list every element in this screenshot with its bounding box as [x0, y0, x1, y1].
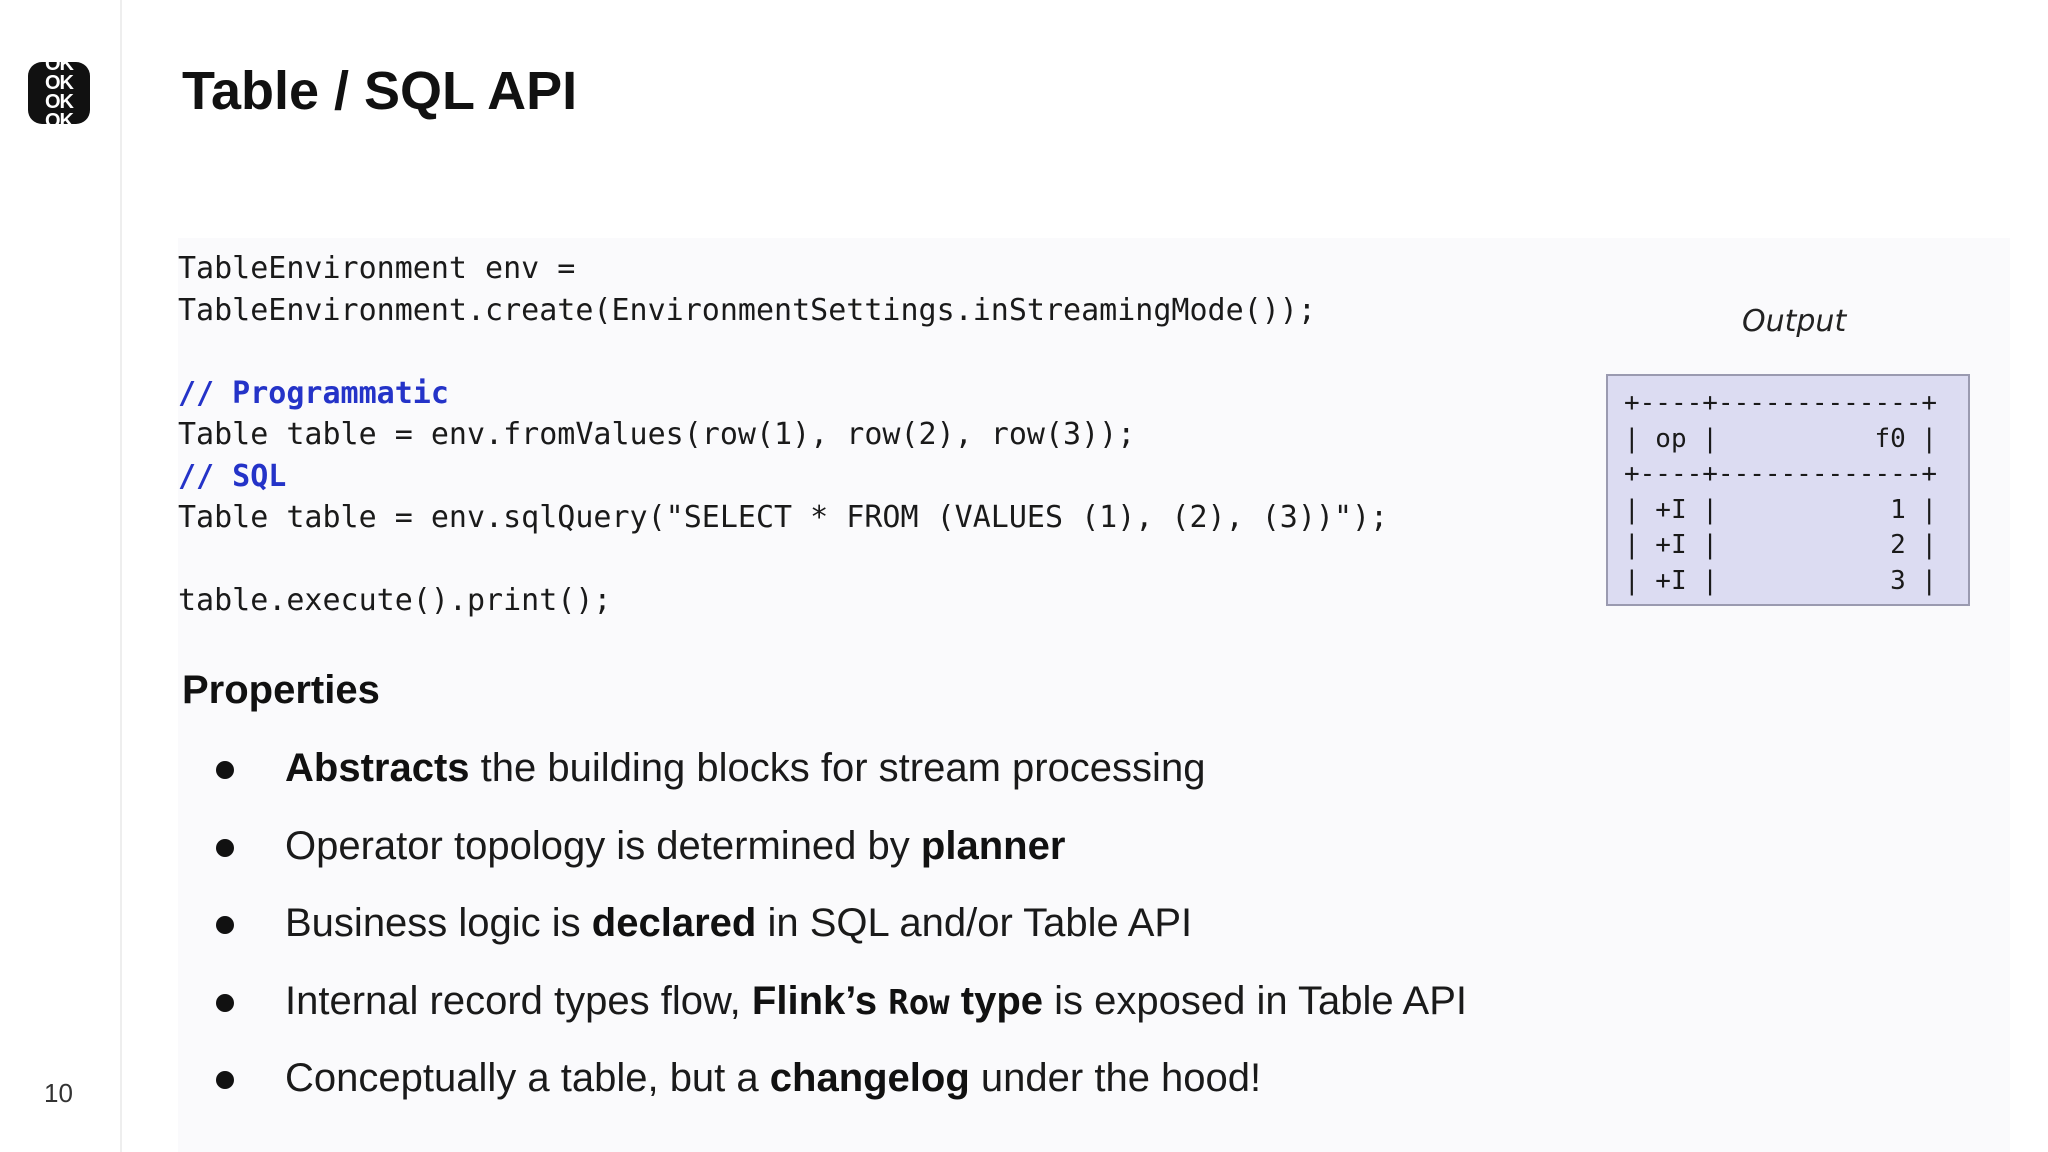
emphasis-text: declared — [591, 901, 757, 945]
bullet-icon — [216, 916, 234, 934]
code-line: table.execute().print(); — [178, 583, 612, 618]
code-line: Table table = env.fromValues(row(1), row… — [178, 417, 1136, 452]
output-header-row: | op | f0 | — [1624, 423, 1938, 454]
emphasis-text: changelog — [769, 1056, 970, 1100]
property-text: Abstracts the building blocks for stream… — [285, 740, 1205, 796]
slide-sidebar: OK OK OK OK 10 — [0, 0, 122, 1152]
property-text: Conceptually a table, but a changelog un… — [285, 1050, 1261, 1106]
output-row: | +I | 3 | — [1624, 565, 1938, 596]
output-row: | +I | 2 | — [1624, 530, 1938, 560]
slide-title: Table / SQL API — [182, 61, 578, 121]
property-text-segment: in SQL and/or Table API — [756, 901, 1193, 945]
properties-heading: Properties — [182, 668, 380, 712]
property-text: Operator topology is determined by plann… — [285, 818, 1065, 874]
output-table: +----+-------------+ | op | f0 | +----+-… — [1624, 386, 1937, 599]
output-row: | +I | 1 | — [1624, 494, 1938, 525]
code-line: TableEnvironment.create(EnvironmentSetti… — [178, 292, 1316, 328]
bullet-icon — [216, 761, 234, 779]
logo-text-line: OK — [45, 72, 74, 94]
property-text-segment: is exposed in Table API — [1043, 978, 1467, 1023]
bullet-icon — [216, 838, 234, 857]
property-text: Business logic is declared in SQL and/or… — [285, 895, 1192, 951]
code-block: TableEnvironment env = TableEnvironment.… — [178, 248, 1388, 622]
code-comment: // SQL — [178, 458, 287, 494]
page-number: 10 — [44, 1078, 73, 1108]
property-text-segment: under the hood! — [969, 1056, 1262, 1100]
property-text-segment: the building blocks for stream processin… — [469, 746, 1206, 790]
property-text-segment: Internal record types flow, — [285, 978, 752, 1023]
code-line: TableEnvironment env = — [178, 251, 576, 286]
emphasis-text: Flink’s — [751, 978, 889, 1023]
output-label: Output — [1742, 304, 1847, 339]
property-text-segment: Operator topology is determined by — [285, 823, 921, 868]
emphasis-text: Row — [888, 982, 950, 1023]
company-logo: OK OK OK OK — [28, 62, 90, 124]
emphasis-text: planner — [920, 823, 1066, 868]
logo-text-line: OK — [45, 62, 74, 75]
emphasis-text: Abstracts — [285, 746, 470, 790]
property-text-segment: Conceptually a table, but a — [285, 1056, 770, 1100]
output-box — [1606, 374, 1970, 606]
bullet-icon — [216, 993, 234, 1012]
property-text: Internal record types flow, Flink’s Row … — [285, 973, 1467, 1031]
output-border: +----+-------------+ — [1624, 388, 1938, 418]
property-text-segment: Business logic is — [285, 901, 592, 945]
code-comment: // Programmatic — [178, 375, 449, 411]
logo-text-line: OK — [45, 110, 74, 124]
logo-text-line: OK — [45, 91, 74, 113]
emphasis-text: type — [949, 978, 1044, 1023]
bullet-icon — [216, 1071, 234, 1089]
code-line: Table table = env.sqlQuery("SELECT * FRO… — [178, 500, 1389, 535]
output-border: +----+-------------+ — [1624, 459, 1938, 489]
